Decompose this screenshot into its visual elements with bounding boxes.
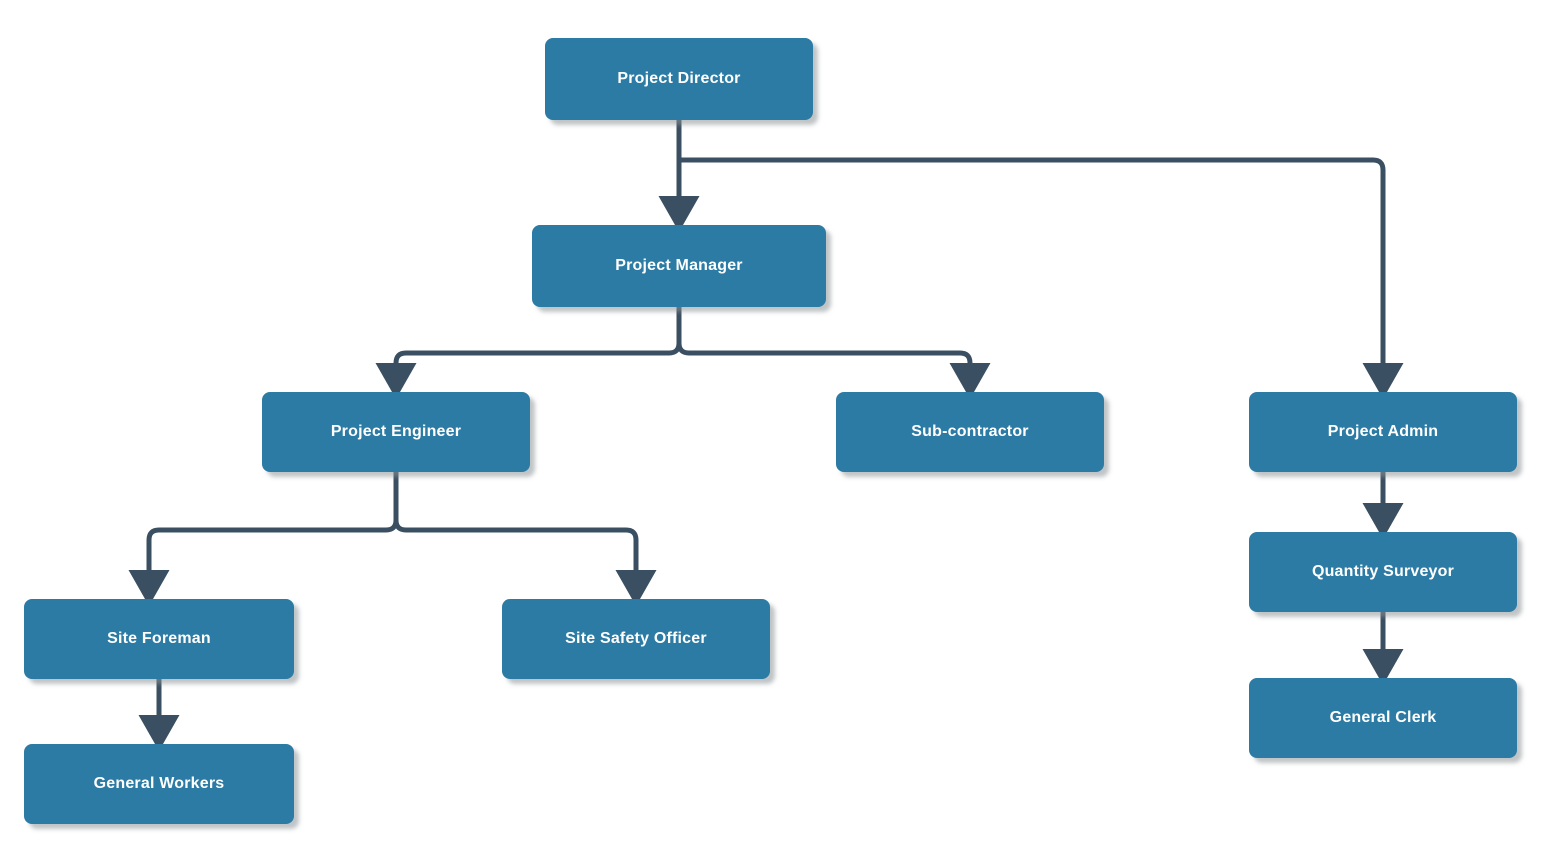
node-quantity-surveyor[interactable]: Quantity Surveyor (1249, 532, 1517, 612)
node-label-project-engineer: Project Engineer (330, 423, 462, 441)
edge-project-engineer-to-site-foreman (128, 472, 399, 606)
node-project-manager[interactable]: Project Manager (532, 225, 826, 307)
node-label-project-manager: Project Manager (615, 257, 743, 275)
node-label-general-clerk: General Clerk (1329, 709, 1437, 727)
node-label-site-foreman: Site Foreman (107, 630, 211, 648)
node-label-sub-contractor: Sub-contractor (911, 423, 1029, 441)
node-general-workers[interactable]: General Workers (24, 744, 294, 824)
edge-project-manager-to-sub-contractor (676, 307, 991, 399)
node-project-director[interactable]: Project Director (545, 38, 813, 120)
node-project-admin[interactable]: Project Admin (1249, 392, 1517, 472)
node-label-project-admin: Project Admin (1327, 423, 1439, 441)
node-label-site-safety-officer: Site Safety Officer (565, 630, 707, 648)
node-label-quantity-surveyor: Quantity Surveyor (1311, 563, 1455, 581)
edge-project-manager-to-project-engineer (375, 307, 682, 399)
node-label-project-director: Project Director (617, 70, 741, 88)
node-project-engineer[interactable]: Project Engineer (262, 392, 530, 472)
node-general-clerk[interactable]: General Clerk (1249, 678, 1517, 758)
node-site-foreman[interactable]: Site Foreman (24, 599, 294, 679)
node-label-general-workers: General Workers (93, 775, 225, 793)
edge-project-engineer-to-site-safety-officer (393, 472, 657, 606)
node-sub-contractor[interactable]: Sub-contractor (836, 392, 1104, 472)
node-site-safety-officer[interactable]: Site Safety Officer (502, 599, 770, 679)
